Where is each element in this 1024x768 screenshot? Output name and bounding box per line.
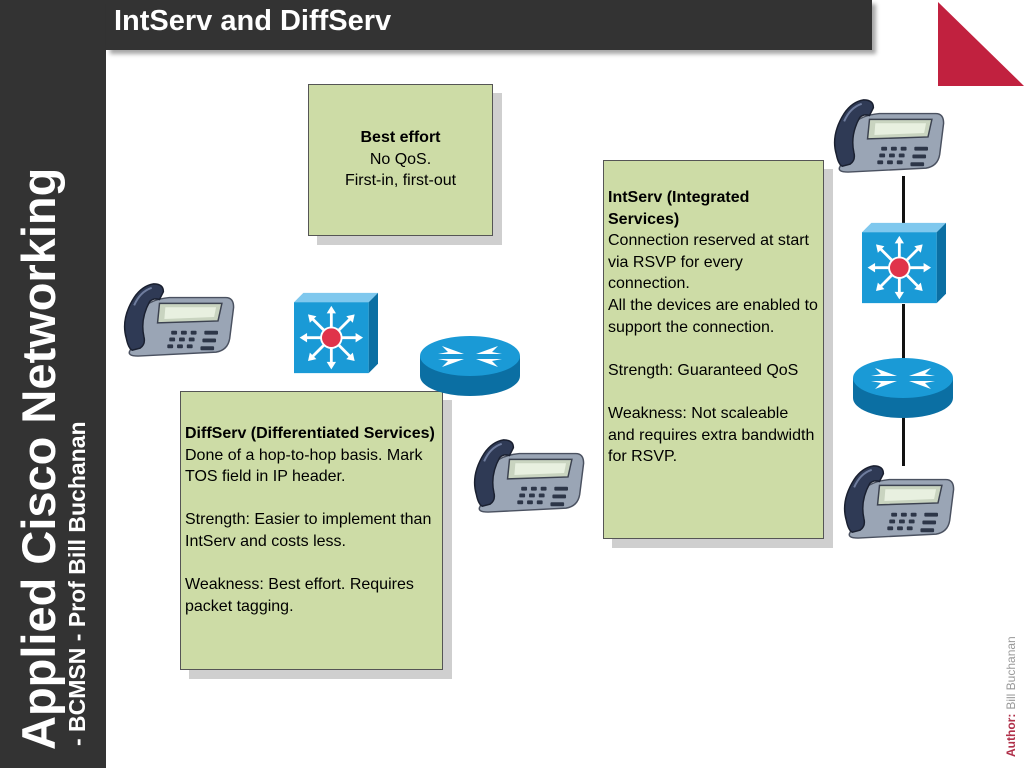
ip-phone-icon: [830, 96, 948, 174]
ip-phone-icon: [470, 436, 588, 514]
link-line: [902, 176, 905, 224]
diffserv-heading: DiffServ (Differentiated Services): [185, 425, 435, 442]
diffserv-weakness: Weakness: Best effort. Requires packet t…: [185, 576, 414, 615]
author-credit: Author: Bill Buchanan: [1004, 636, 1018, 757]
multilayer-switch-icon: [862, 222, 946, 304]
intserv-heading: IntServ (Integrated Services): [608, 189, 750, 228]
link-line: [902, 416, 905, 466]
router-icon: [853, 356, 953, 420]
title-bar: IntServ and DiffServ: [106, 0, 872, 50]
best-effort-line: First-in, first-out: [344, 172, 457, 190]
multilayer-switch-icon: [294, 292, 378, 374]
author-label: Author:: [1004, 713, 1018, 757]
author-name: Bill Buchanan: [1004, 636, 1018, 710]
brand-title: Applied Cisco Networking: [12, 167, 65, 750]
intserv-description: All the devices are enabled to support t…: [608, 296, 818, 336]
best-effort-heading: Best effort: [360, 129, 441, 146]
page-title: IntServ and DiffServ: [114, 5, 392, 37]
best-effort-box: Best effort No QoS. First-in, first-out: [308, 84, 493, 236]
brand-subtitle: - BCMSN - Prof Bill Buchanan: [64, 421, 90, 746]
intserv-weakness: Weakness: Not scaleable and requires ext…: [608, 404, 815, 466]
diffserv-strength: Strength: Easier to implement than IntSe…: [185, 511, 432, 550]
corner-triangle-icon: [938, 2, 1024, 86]
intserv-box: IntServ (Integrated Services) Connection…: [603, 160, 824, 539]
ip-phone-icon: [120, 280, 238, 358]
best-effort-line: No QoS.: [369, 150, 432, 168]
brand-text: Applied Cisco Networking - BCMSN - Prof …: [12, 110, 90, 750]
router-icon: [420, 334, 520, 398]
diffserv-description: Done of a hop-to-hop basis. Mark TOS fie…: [185, 446, 423, 486]
intserv-description: Connection reserved at start via RSVP fo…: [608, 232, 809, 293]
intserv-strength: Strength: Guaranteed QoS: [608, 361, 799, 379]
link-line: [902, 304, 905, 360]
ip-phone-icon: [840, 462, 958, 540]
sidebar: Applied Cisco Networking - BCMSN - Prof …: [0, 0, 106, 768]
diffserv-box: DiffServ (Differentiated Services) Done …: [180, 391, 443, 670]
